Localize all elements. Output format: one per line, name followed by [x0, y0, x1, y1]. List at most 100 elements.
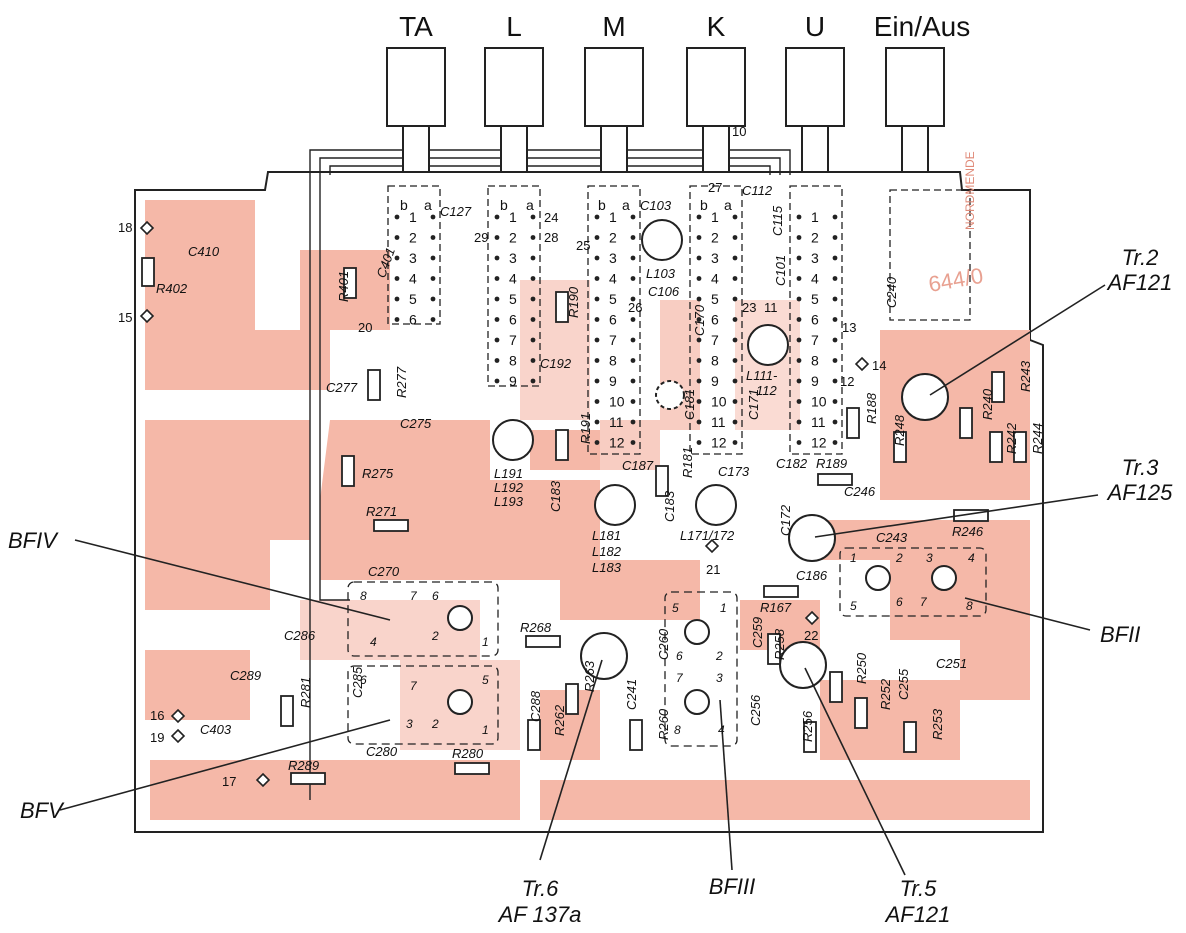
label-c183a: C183 — [548, 480, 563, 512]
switch-strip-numbers: 1234561234567891234567891011121234567891… — [394, 209, 838, 451]
switch-contact-number: 6 — [811, 312, 819, 328]
bf3-pin-6: 6 — [676, 649, 683, 663]
contact-dot — [594, 419, 600, 425]
switch-contact-number: 12 — [711, 435, 727, 451]
contact-dot — [832, 235, 838, 240]
bf2-pin-2: 2 — [895, 551, 903, 565]
contact-dot — [732, 419, 738, 425]
label-r248: R248 — [892, 414, 907, 446]
bf4-label: BFIV — [8, 528, 59, 553]
tr5-type: AF121 — [884, 902, 951, 927]
bf3-pin-7: 7 — [676, 671, 684, 685]
label-r281: R281 — [298, 677, 313, 708]
contact-dot — [630, 358, 636, 363]
bf3-pin-5: 5 — [672, 601, 679, 615]
bf4-pin-2: 2 — [431, 629, 439, 643]
terminal-26: 26 — [628, 300, 642, 315]
label-c187: C187 — [622, 458, 654, 473]
label-c256: C256 — [748, 694, 763, 726]
contact-dot — [630, 419, 636, 425]
switch-contact-number: 8 — [609, 353, 617, 369]
label-c277: C277 — [326, 380, 358, 395]
terminal-16: 16 — [150, 708, 164, 723]
label-r260: R260 — [656, 708, 671, 740]
switch-contact-number: 11 — [609, 414, 624, 430]
label-l103: L103 — [646, 266, 676, 281]
label-c171: C171 — [746, 389, 761, 420]
trimmer-screws — [447, 565, 957, 715]
filter-pin-numbers: 8 7 6 4 2 1 6 7 5 3 2 1 5 1 6 2 7 3 8 4 … — [360, 551, 975, 737]
label-r256: R256 — [800, 710, 815, 742]
contact-dot — [594, 358, 600, 363]
button-l[interactable] — [484, 47, 544, 173]
label-l192: L192 — [494, 480, 524, 495]
terminal-25: 25 — [576, 238, 590, 253]
switch-contact-number: 1 — [811, 209, 819, 225]
switch-contact-number: 2 — [711, 230, 719, 246]
contact-dot — [430, 276, 436, 281]
label-r263: R263 — [582, 660, 597, 692]
bf4-pin-1: 1 — [482, 635, 489, 649]
label-r167: R167 — [760, 600, 792, 615]
resistors — [141, 257, 1027, 785]
switch-contact-number: 1 — [409, 209, 417, 225]
label-l182: L182 — [592, 544, 622, 559]
contact-dot — [796, 337, 802, 343]
terminal-11: 11 — [764, 300, 778, 315]
contact-dot — [696, 214, 702, 220]
contact-dot — [796, 214, 802, 220]
label-r277: R277 — [394, 366, 409, 398]
coil-formers — [492, 219, 789, 526]
switch-strips — [387, 185, 971, 455]
bandfilter-boxes — [347, 547, 987, 747]
label-c172: C172 — [778, 504, 793, 536]
switch-contact-number: 4 — [409, 271, 417, 287]
contact-dot — [530, 358, 536, 363]
contact-dot — [530, 214, 536, 220]
terminal-18: 18 — [118, 220, 132, 235]
strip-head-a: a — [526, 197, 534, 213]
tr2-name: Tr.2 — [1122, 245, 1159, 270]
button-m[interactable] — [584, 47, 644, 173]
label-c127: C127 — [440, 204, 472, 219]
label-r280: R280 — [452, 746, 484, 761]
contact-dot — [796, 317, 802, 322]
button-ein-aus[interactable] — [885, 47, 945, 173]
bf3-label: BFIII — [709, 874, 755, 899]
label-l191: L191 — [494, 466, 523, 481]
contact-dot — [732, 317, 738, 322]
switch-contact-number: 12 — [609, 435, 625, 451]
contact-dot — [630, 255, 636, 261]
button-label-ein-aus: Ein/Aus — [874, 11, 971, 42]
contact-dot — [696, 358, 702, 363]
button-ta[interactable] — [386, 47, 446, 173]
bf2-label: BFII — [1100, 622, 1140, 647]
bf2-pin-3: 3 — [926, 551, 933, 565]
terminal-28: 28 — [544, 230, 558, 245]
contact-dot — [594, 235, 600, 240]
switch-contact-number: 1 — [609, 209, 617, 225]
button-label-l: L — [506, 11, 522, 42]
contact-dot — [796, 358, 802, 363]
contact-dot — [530, 235, 536, 240]
switch-contact-number: 8 — [711, 353, 719, 369]
switch-contact-number: 5 — [811, 291, 819, 307]
switch-contact-number: 1 — [509, 209, 517, 225]
wiring-harness — [309, 149, 791, 800]
button-u[interactable] — [785, 47, 845, 173]
bf5-pin-5: 5 — [482, 673, 489, 687]
label-c285: C285 — [350, 666, 365, 698]
button-label-ta: TA — [399, 11, 433, 42]
label-c275: C275 — [400, 416, 432, 431]
contact-dot — [394, 317, 400, 322]
contact-dot — [832, 378, 838, 384]
terminal-15: 15 — [118, 310, 132, 325]
label-r271: R271 — [366, 504, 397, 519]
contact-dot — [696, 296, 702, 302]
contact-dot — [594, 440, 600, 445]
tr5-name: Tr.5 — [900, 876, 937, 901]
button-k[interactable] — [686, 47, 746, 173]
tr6-type: AF 137a — [497, 902, 582, 927]
label-c182: C182 — [776, 456, 808, 471]
contact-dot — [832, 276, 838, 281]
